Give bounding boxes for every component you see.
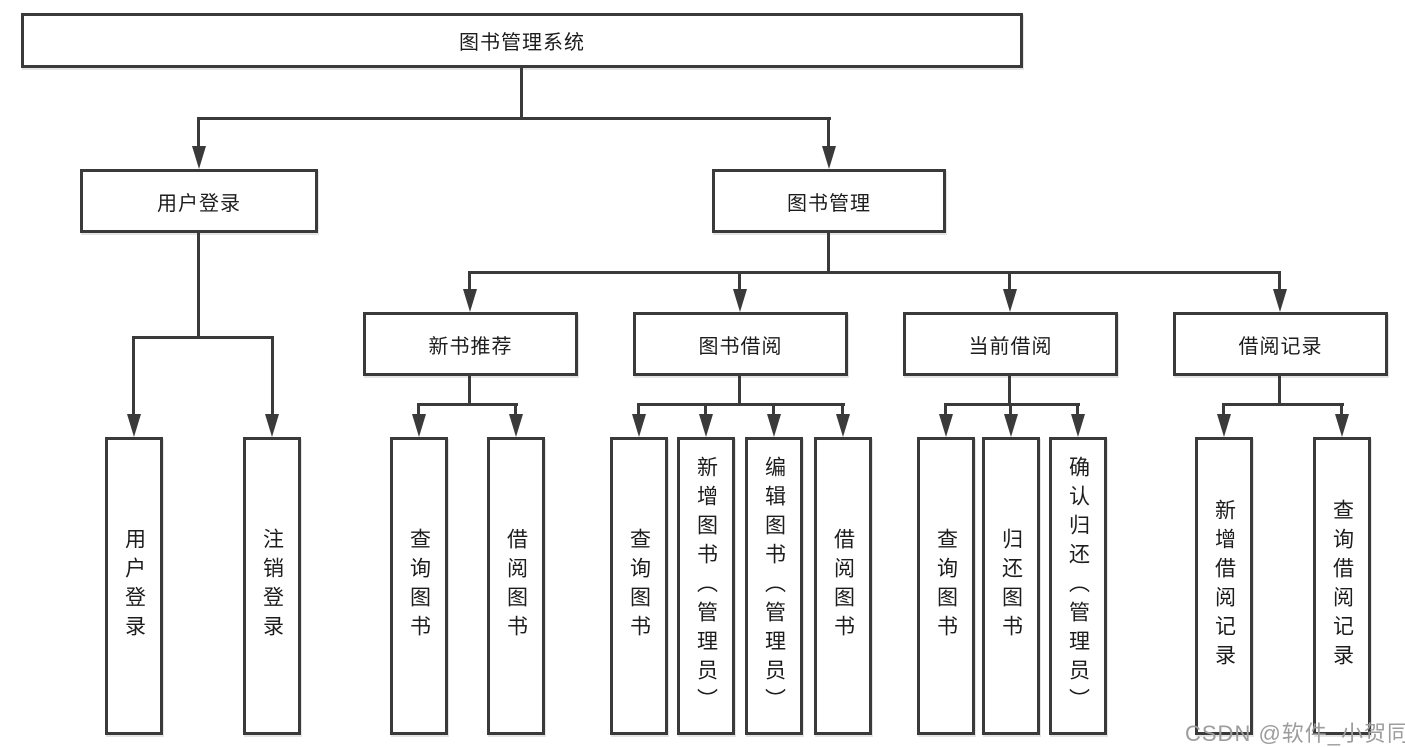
connector-leaf-drop	[944, 403, 947, 420]
arrowhead-leaf-icon	[1071, 414, 1085, 437]
connector-book-management-stem	[827, 233, 830, 274]
connector-borrow-records-rail	[1222, 403, 1344, 406]
node-current-borrowing: 当前借阅	[903, 312, 1118, 376]
arrowhead-login-leaf-icon	[127, 414, 141, 437]
connector-leaf-drop	[1076, 403, 1079, 420]
arrowhead-logout-leaf-icon	[265, 414, 279, 437]
connector-leaf-drop	[1222, 403, 1225, 420]
leaf-label: 借阅图书	[831, 528, 855, 644]
connector-book-borrow-stem	[738, 376, 741, 405]
connector-logout-leaf-drop	[271, 336, 274, 418]
connector-user-login-drop	[197, 117, 200, 151]
connector-user-login-stem	[197, 233, 200, 339]
leaf-borrow-books: 借阅图书	[814, 437, 872, 735]
leaf-logout: 注销登录	[243, 437, 301, 735]
connector-borrow-records-stem	[1278, 376, 1281, 405]
node-book-management-system: 图书管理系统	[21, 13, 1023, 68]
leaf-add-books-admin: 新增图书（管理员）	[677, 437, 735, 735]
leaf-label: 查询图书	[934, 528, 958, 644]
connector-new-book-drop	[468, 271, 471, 296]
leaf-query-borrow-record: 查询借阅记录	[1313, 437, 1371, 735]
connector-leaf-drop	[514, 403, 517, 420]
arrowhead-new-book-icon	[463, 289, 477, 312]
leaf-edit-books-admin: 编辑图书（管理员）	[745, 437, 803, 735]
connector-current-borrow-rail	[944, 403, 1080, 406]
connector-leaf-drop	[772, 403, 775, 420]
node-label: 用户登录	[157, 192, 241, 215]
connector-current-borrow-stem	[1008, 376, 1011, 405]
node-book-borrowing: 图书借阅	[633, 312, 848, 376]
node-user-login: 用户登录	[80, 169, 318, 233]
leaf-add-borrow-record: 新增借阅记录	[1195, 437, 1253, 735]
connector-new-book-stem	[468, 376, 471, 405]
connector-book-management-drop	[827, 117, 830, 151]
leaf-user-login: 用户登录	[105, 437, 163, 735]
node-label: 借阅记录	[1238, 335, 1323, 358]
leaf-label: 编辑图书（管理员）	[762, 455, 786, 717]
arrowhead-book-management-icon	[822, 146, 836, 169]
leaf-label: 注销登录	[260, 528, 284, 644]
connector-new-book-rail	[417, 403, 518, 406]
node-label: 图书借阅	[698, 335, 783, 358]
leaf-label: 新增借阅记录	[1212, 499, 1236, 673]
arrowhead-leaf-icon	[412, 414, 426, 437]
connector-login-leaf-drop	[132, 336, 135, 418]
connector-leaf-drop	[841, 403, 844, 420]
leaf-label: 查询借阅记录	[1330, 499, 1354, 673]
node-label: 当前借阅	[968, 335, 1053, 358]
connector-book-borrow-drop	[738, 271, 741, 296]
arrowhead-leaf-icon	[1004, 414, 1018, 437]
connector-book-borrow-rail	[637, 403, 845, 406]
arrowhead-borrow-records-icon	[1273, 289, 1287, 312]
node-borrowing-records: 借阅记录	[1173, 312, 1388, 376]
leaf-label: 归还图书	[999, 528, 1023, 644]
leaf-query-books-borrow: 查询图书	[610, 437, 668, 735]
leaf-label: 借阅图书	[504, 528, 528, 644]
connector-leaf-drop	[417, 403, 420, 420]
connector-leaf-drop	[1340, 403, 1343, 420]
node-label: 新书推荐	[428, 335, 513, 358]
node-label: 图书管理系统	[459, 32, 585, 54]
arrowhead-leaf-icon	[939, 414, 953, 437]
leaf-query-books-current: 查询图书	[917, 437, 975, 735]
leaf-label: 用户登录	[122, 528, 146, 644]
connector-level2-rail	[197, 117, 831, 120]
connector-leaf-drop	[1009, 403, 1012, 420]
arrowhead-leaf-icon	[632, 414, 646, 437]
arrowhead-leaf-icon	[836, 414, 850, 437]
leaf-return-books: 归还图书	[982, 437, 1040, 735]
node-label: 图书管理	[787, 192, 871, 215]
leaf-borrow-books-recommend: 借阅图书	[487, 437, 545, 735]
node-new-book-recommend: 新书推荐	[363, 312, 578, 376]
node-book-management: 图书管理	[712, 169, 946, 233]
arrowhead-leaf-icon	[767, 414, 781, 437]
csdn-watermark: CSDN @软件_小贺同学	[1185, 721, 1405, 746]
arrowhead-user-login-icon	[192, 146, 206, 169]
arrowhead-leaf-icon	[1335, 414, 1349, 437]
leaf-label: 新增图书（管理员）	[694, 455, 718, 717]
arrowhead-current-borrow-icon	[1003, 289, 1017, 312]
arrowhead-leaf-icon	[699, 414, 713, 437]
connector-root-stem	[520, 68, 523, 120]
connector-user-login-rail	[132, 336, 274, 339]
connector-level3-rail	[468, 271, 1281, 274]
arrowhead-leaf-icon	[1217, 414, 1231, 437]
connector-leaf-drop	[704, 403, 707, 420]
arrowhead-book-borrow-icon	[733, 289, 747, 312]
leaf-label: 查询图书	[407, 528, 431, 644]
connector-leaf-drop	[637, 403, 640, 420]
connector-borrow-records-drop	[1278, 271, 1281, 296]
leaf-label: 确认归还（管理员）	[1066, 455, 1090, 717]
leaf-confirm-return-admin: 确认归还（管理员）	[1049, 437, 1107, 735]
arrowhead-leaf-icon	[509, 414, 523, 437]
leaf-label: 查询图书	[627, 528, 651, 644]
leaf-query-books-recommend: 查询图书	[390, 437, 448, 735]
connector-current-borrow-drop	[1008, 271, 1011, 296]
